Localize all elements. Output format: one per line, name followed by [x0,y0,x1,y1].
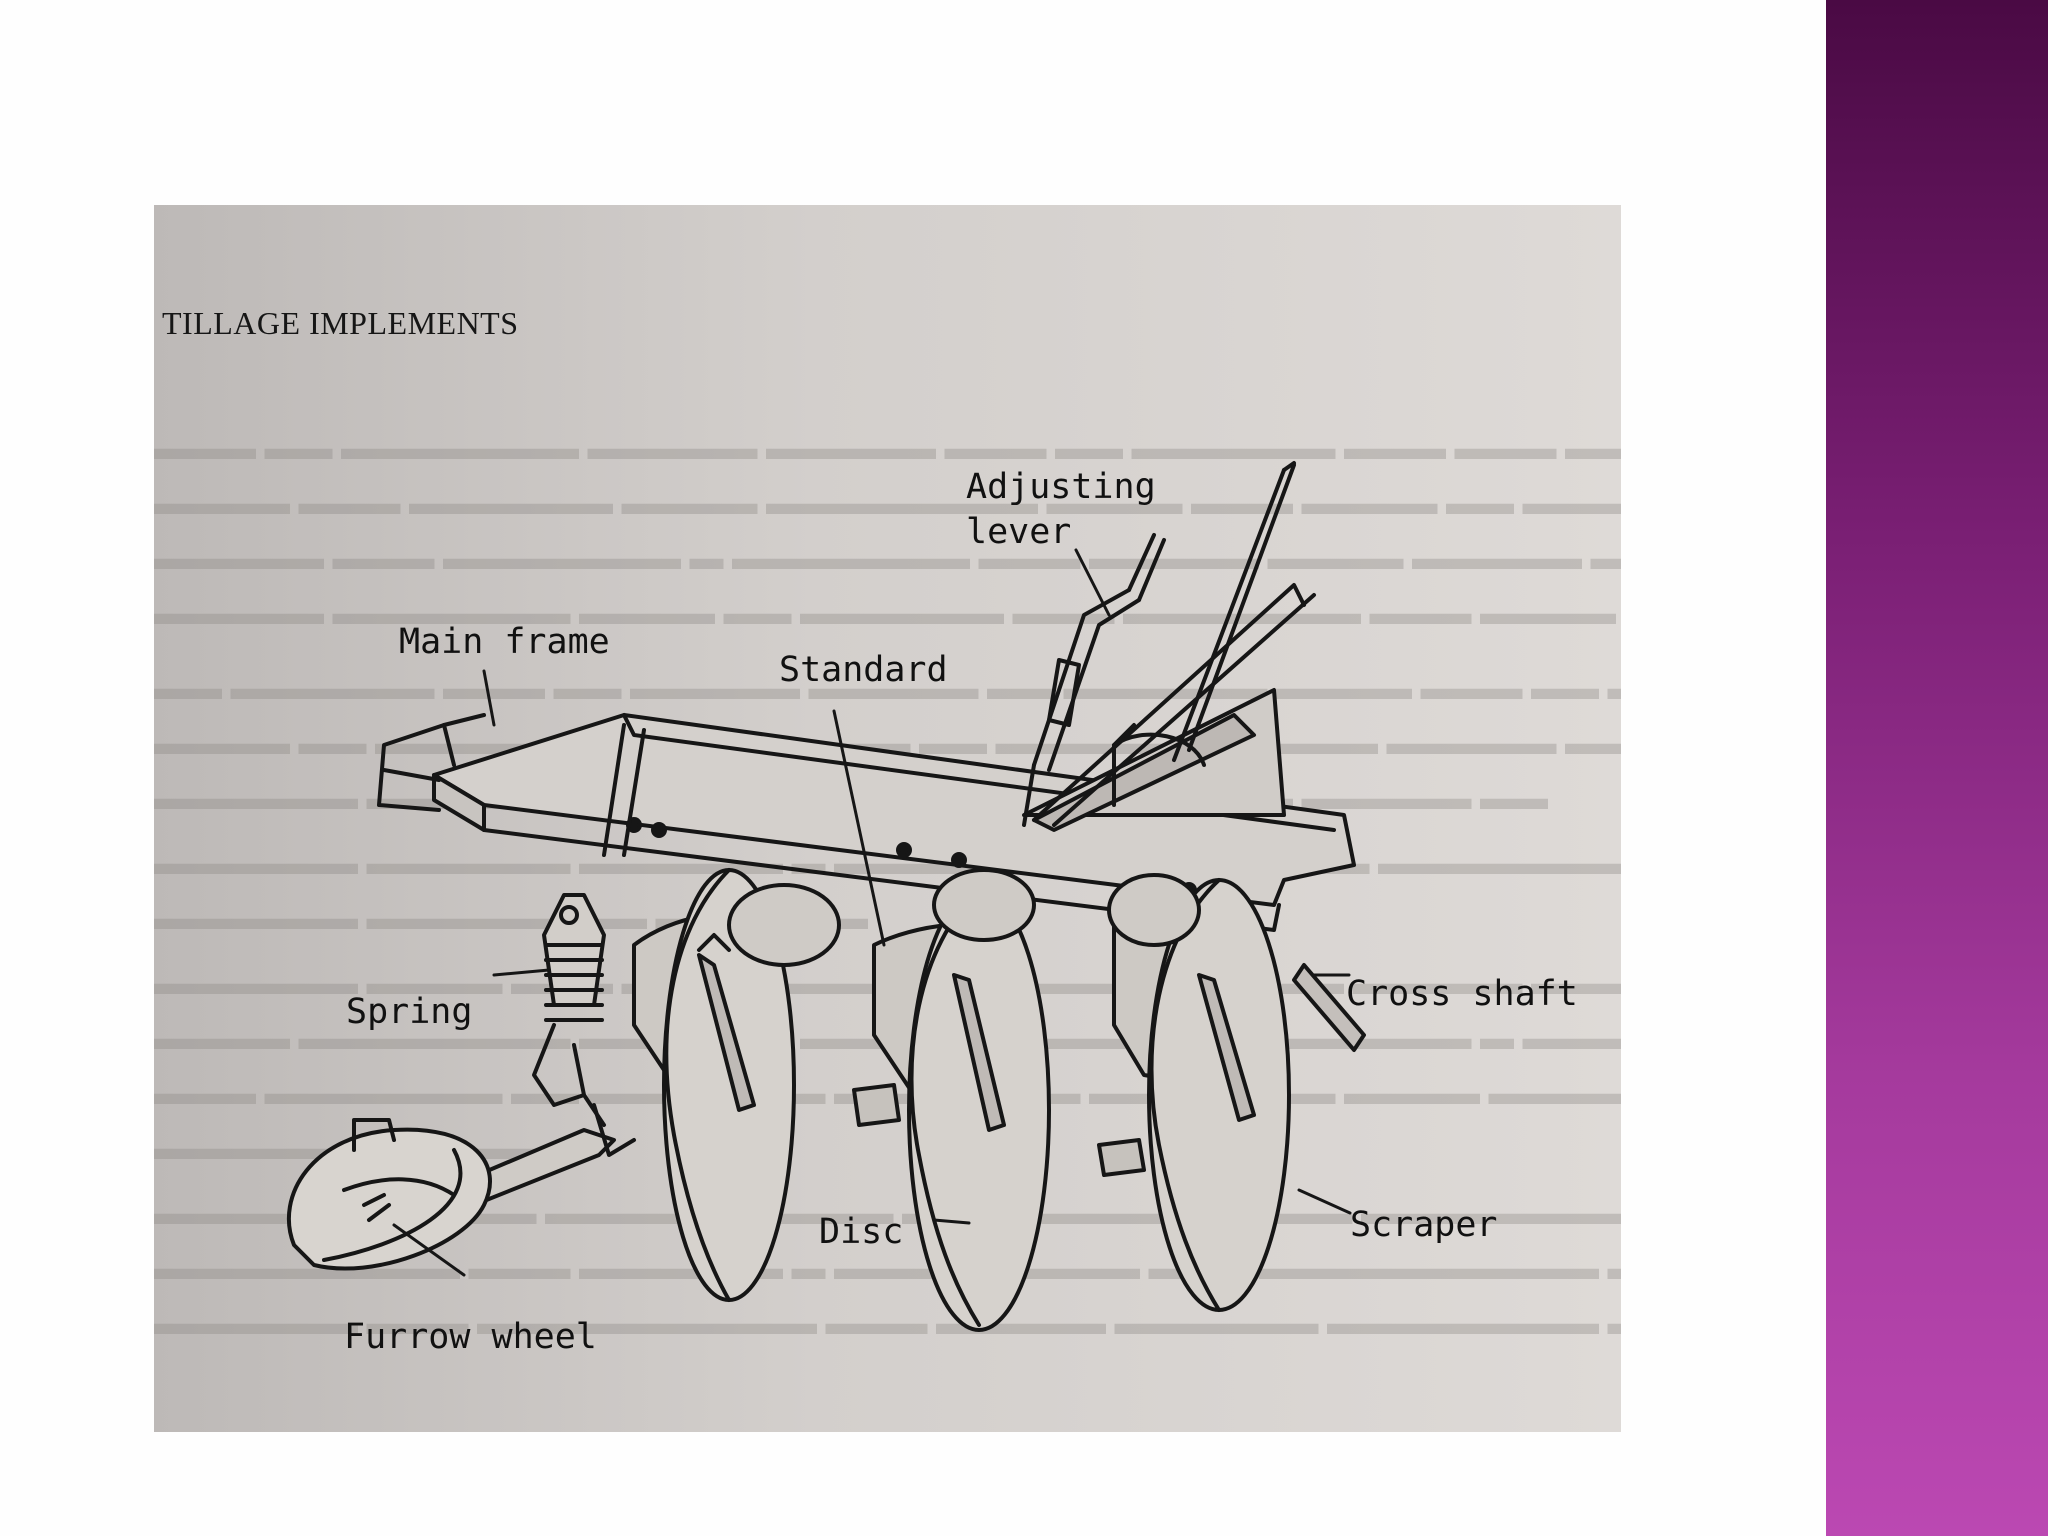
label-disc: Disc [819,1212,904,1252]
decorative-side-band [1826,0,2048,1536]
furrow-wheel [287,1103,636,1271]
label-scraper: Scraper [1350,1205,1498,1245]
label-cross-shaft: Cross shaft [1346,974,1578,1014]
disc-3 [1097,878,1291,1312]
leader-lines [392,548,1352,1277]
spring-assembly [532,893,606,1127]
label-furrow-wheel: Furrow wheel [344,1317,597,1357]
cross-shaft [1292,963,1366,1052]
disc-2 [852,888,1051,1332]
main-frame-beam [377,713,1356,932]
disc-plough-figure-photo: ▬▬▬ ▬▬▬▬ ▬▬▬▬▬▬▬ ▬▬▬ ▬▬▬ ▬▬▬▬▬▬ ▬▬ ▬▬▬ ▬… [154,205,1621,1432]
label-spring: Spring [346,992,473,1032]
adjusting-lever [1022,533,1166,827]
label-adjusting-lever-line2: lever [966,512,1072,552]
label-adjusting-lever-line1: Adjusting [966,467,1156,507]
disc-hubs [727,868,1201,967]
hitch-mast [1022,461,1316,832]
page-heading: TILLAGE IMPLEMENTS [162,305,519,341]
disc-plough-drawing [287,461,1366,1332]
label-main-frame: Main frame [399,622,610,662]
disc-1 [632,868,796,1302]
label-standard: Standard [779,650,948,690]
